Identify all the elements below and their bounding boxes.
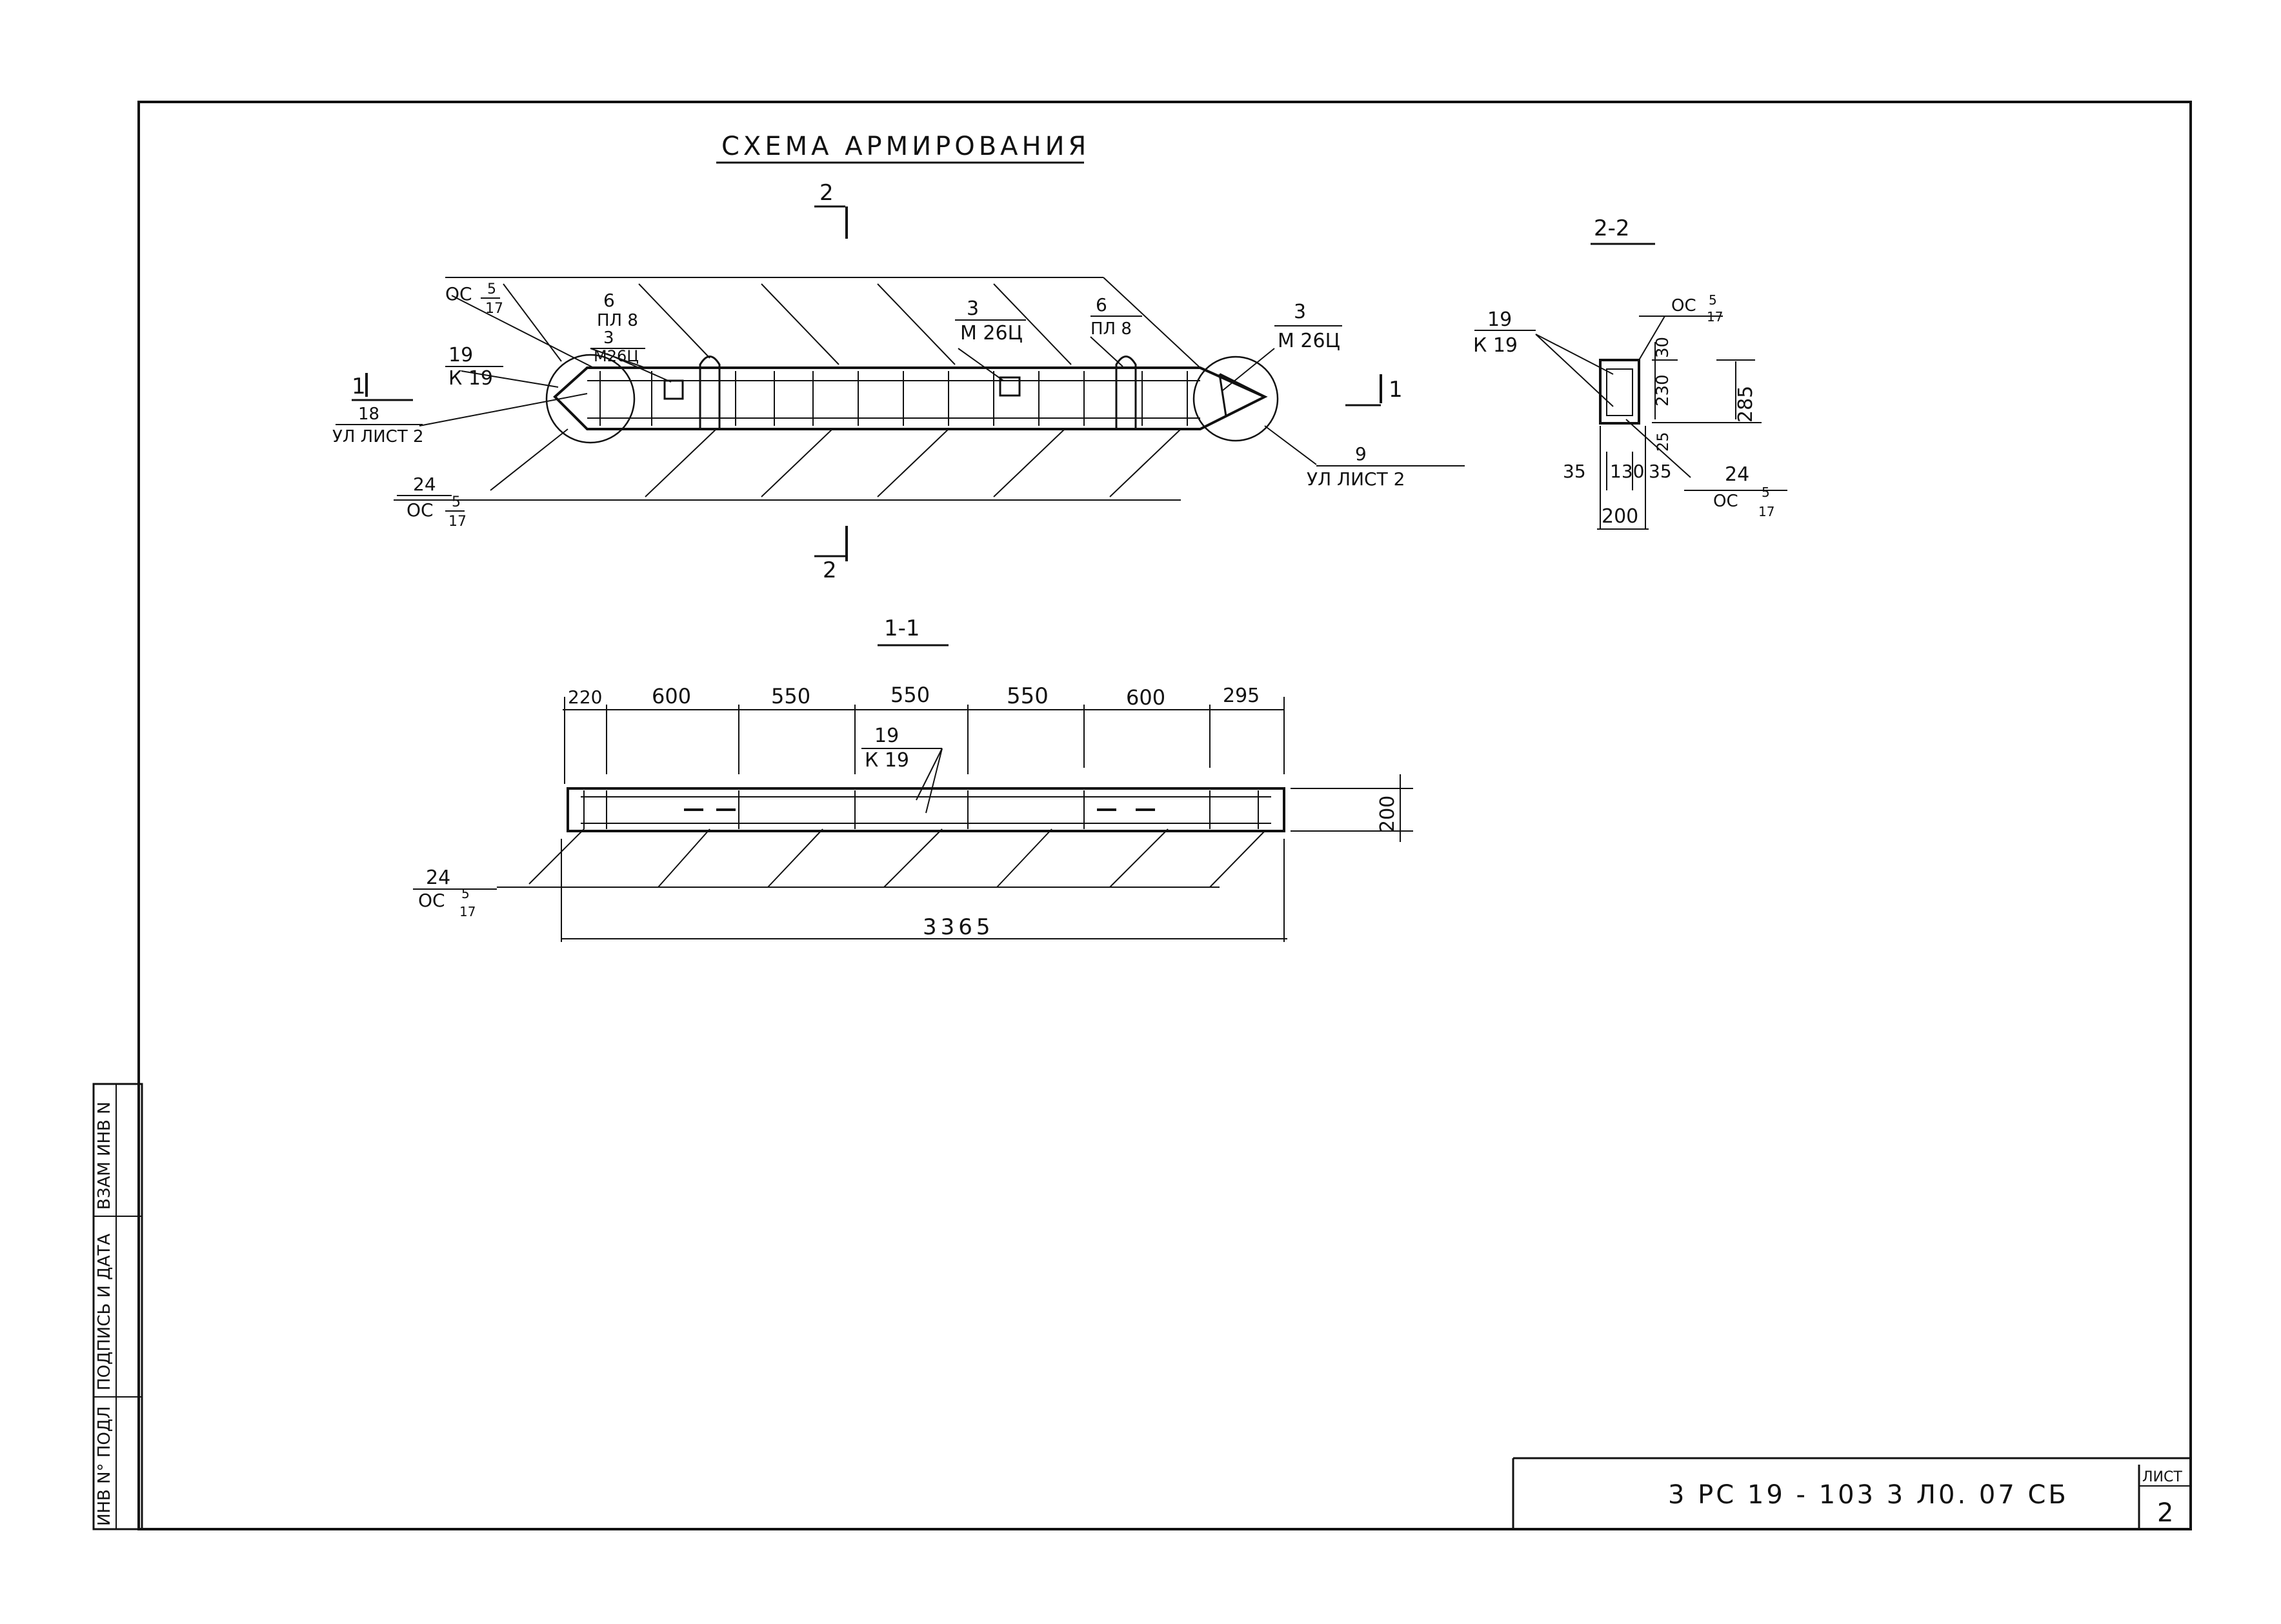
dim-35-left: 35 (1563, 461, 1586, 482)
sheet-label: ЛИСТ (2142, 1469, 2182, 1485)
total-dim-3365: 3365 (923, 914, 994, 940)
section-22-k19-label: К 19 (1473, 334, 1518, 357)
svg-text:5: 5 (1762, 485, 1770, 500)
svg-text:ВЗАМ ИНВ N: ВЗАМ ИНВ N (95, 1101, 114, 1210)
drawing-title: СХЕМА АРМИРОВАНИЯ (721, 132, 1090, 161)
pl8-right-label: ПЛ 8 (1090, 319, 1132, 339)
dim-600-left: 600 (652, 684, 691, 708)
main-view-labels: ОС 5 17 6 ПЛ 8 3 М26Ц 19 К 19 18 УЛ ЛИСТ… (332, 281, 1405, 530)
side-stamp: ИНВ N° ПОДЛ ПОДПИСЬ И ДАТА ВЗАМ ИНВ N (92, 1083, 143, 1530)
svg-text:6: 6 (1096, 294, 1107, 316)
dim-130: 130 (1610, 461, 1644, 482)
svg-text:3: 3 (603, 328, 614, 348)
svg-text:5: 5 (461, 886, 470, 901)
sheet-number: 2 (2157, 1498, 2173, 1528)
drawing-code: 3 РС 19 - 103 3 Л0. 07 СБ (1668, 1480, 2069, 1510)
section-mark-2-top: 2 (814, 180, 848, 239)
section-11-k19-label: К 19 (865, 749, 909, 772)
m26-left-label: М26Ц (594, 347, 639, 365)
height-dim-200: 200 (1376, 796, 1399, 832)
section-1-1: 1-1 (413, 616, 1413, 942)
m26-right-label: М 26Ц (1278, 330, 1340, 352)
dim-600-right: 600 (1126, 685, 1165, 710)
svg-text:24: 24 (1725, 463, 1749, 486)
svg-text:3: 3 (967, 297, 979, 320)
svg-text:6: 6 (603, 290, 615, 311)
svg-text:19: 19 (874, 725, 899, 747)
dim-550-c: 550 (1007, 683, 1049, 709)
section-mark-2-bottom: 2 (814, 526, 848, 583)
svg-text:17: 17 (459, 904, 476, 919)
svg-text:19: 19 (448, 344, 473, 366)
k19-left-label: К 19 (448, 367, 493, 390)
svg-text:3: 3 (1294, 301, 1306, 323)
dim-200: 200 (1602, 505, 1638, 528)
svg-text:17: 17 (448, 514, 467, 530)
svg-text:1: 1 (352, 374, 366, 399)
section-mark-1-right: 1 (1345, 374, 1403, 406)
svg-text:ПОДПИСЬ И ДАТА: ПОДПИСЬ И ДАТА (95, 1234, 114, 1390)
svg-text:2: 2 (819, 180, 834, 206)
svg-text:1: 1 (1389, 377, 1403, 403)
main-elevation-view (394, 277, 1465, 501)
title-block: 3 РС 19 - 103 3 Л0. 07 СБ ЛИСТ 2 (1512, 1457, 2191, 1529)
dim-35-right: 35 (1649, 461, 1672, 482)
svg-text:19: 19 (1487, 308, 1512, 331)
ul-left-label: УЛ ЛИСТ 2 (332, 427, 424, 446)
section-2-2: 2-2 19 К 19 ОС 5 17 30 230 (1473, 216, 1787, 530)
section-11-os-label: ОС (418, 890, 445, 911)
svg-text:ИНВ N° ПОДЛ: ИНВ N° ПОДЛ (95, 1406, 114, 1526)
section-11-title: 1-1 (884, 616, 920, 641)
sheet-frame (137, 101, 2192, 1530)
section-mark-1-left: 1 (352, 373, 413, 401)
pl8-left-label: ПЛ 8 (597, 311, 638, 330)
dim-550-b: 550 (890, 683, 930, 707)
dim-295: 295 (1223, 685, 1260, 707)
section-22-title: 2-2 (1594, 216, 1630, 241)
dim-285: 285 (1734, 386, 1757, 423)
svg-text:2: 2 (823, 557, 837, 583)
m26-mid-label: М 26Ц (960, 322, 1023, 345)
svg-text:17: 17 (1707, 309, 1723, 325)
svg-text:5: 5 (1709, 292, 1717, 308)
ul-right-label: УЛ ЛИСТ 2 (1307, 468, 1405, 490)
section-22-os-bot: ОС (1713, 492, 1738, 511)
svg-text:5: 5 (452, 494, 461, 510)
svg-text:17: 17 (485, 301, 503, 317)
dim-550-a: 550 (771, 684, 810, 708)
svg-text:24: 24 (426, 867, 450, 889)
svg-text:24: 24 (413, 474, 436, 495)
os-bot-label: ОС (407, 499, 434, 521)
svg-text:ОС: ОС (1671, 296, 1696, 316)
dim-220: 220 (568, 687, 602, 708)
svg-text:5: 5 (487, 281, 496, 297)
os-top-label: ОС (445, 283, 472, 305)
dim-230: 230 (1653, 374, 1673, 406)
dim-30: 30 (1653, 337, 1673, 358)
svg-text:17: 17 (1758, 504, 1774, 519)
svg-text:9: 9 (1355, 443, 1367, 465)
dim-25: 25 (1654, 432, 1672, 452)
svg-text:18: 18 (358, 405, 379, 424)
